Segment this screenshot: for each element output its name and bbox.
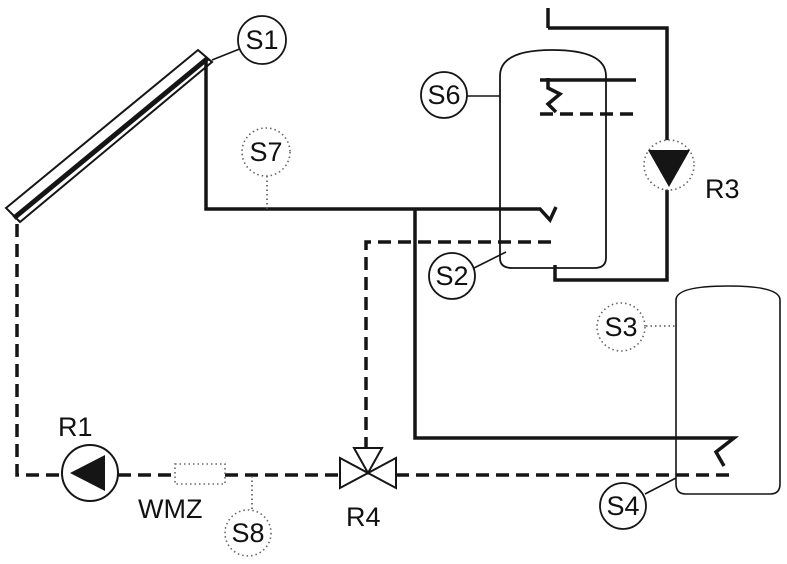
pump-r1 bbox=[61, 444, 119, 502]
sensor-s8-label: S8 bbox=[231, 518, 264, 548]
sensor-s2: S2 bbox=[428, 252, 476, 300]
sensor-s8: S8 bbox=[224, 509, 272, 557]
sensor-s3-label: S3 bbox=[604, 312, 637, 342]
solar-collector bbox=[4, 48, 214, 224]
sensor-s3: S3 bbox=[596, 302, 646, 352]
sensor-s6-label: S6 bbox=[427, 80, 460, 110]
sensor-s6: S6 bbox=[420, 71, 468, 119]
sensor-s1: S1 bbox=[237, 15, 287, 65]
valve-r4 bbox=[339, 447, 397, 490]
sensor-s4-label: S4 bbox=[606, 491, 639, 521]
sensor-s7-label: S7 bbox=[249, 137, 282, 167]
heat-meter-label: WMZ bbox=[138, 494, 202, 524]
sensor-s4: S4 bbox=[599, 482, 647, 530]
sensor-s7: S7 bbox=[241, 127, 291, 177]
sensor-s1-label: S1 bbox=[245, 25, 278, 55]
upper-storage-tank bbox=[499, 49, 607, 269]
pump-r1-label: R1 bbox=[58, 412, 93, 442]
return-pipes bbox=[15, 224, 736, 477]
pump-r3 bbox=[643, 139, 695, 191]
pump-r3-label: R3 bbox=[705, 174, 740, 204]
valve-r4-label: R4 bbox=[346, 502, 381, 532]
supply-pipes bbox=[204, 8, 740, 467]
sensor-s2-label: S2 bbox=[435, 261, 468, 291]
heat-meter bbox=[174, 463, 226, 485]
lower-storage-tank bbox=[675, 285, 781, 495]
